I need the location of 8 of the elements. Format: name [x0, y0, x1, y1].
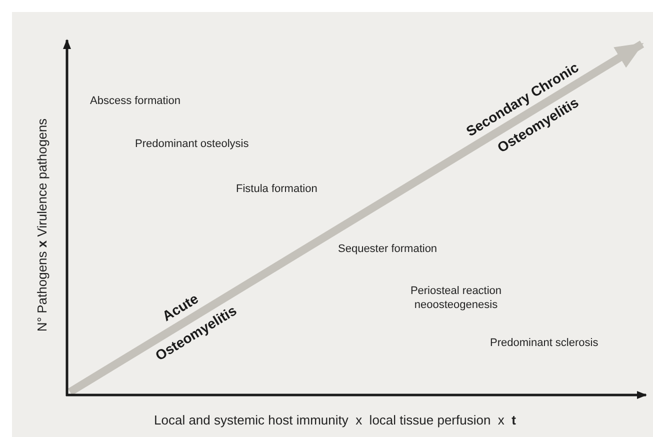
stage-label: Predominant sclerosis [490, 337, 598, 349]
stage-label: Abscess formation [90, 95, 180, 107]
axis-label: N° Pathogens x Virulence pathogens [34, 118, 50, 332]
stage-label: Fistula formation [236, 183, 318, 195]
stage-label: Sequester formation [338, 243, 438, 255]
stage-label: Periosteal reaction neoosteogenesis [409, 284, 503, 312]
axis-label: Local and systemic host immunity x local tissue perfusion x t [154, 412, 516, 428]
stage-label: Predominant osteolysis [135, 138, 249, 150]
